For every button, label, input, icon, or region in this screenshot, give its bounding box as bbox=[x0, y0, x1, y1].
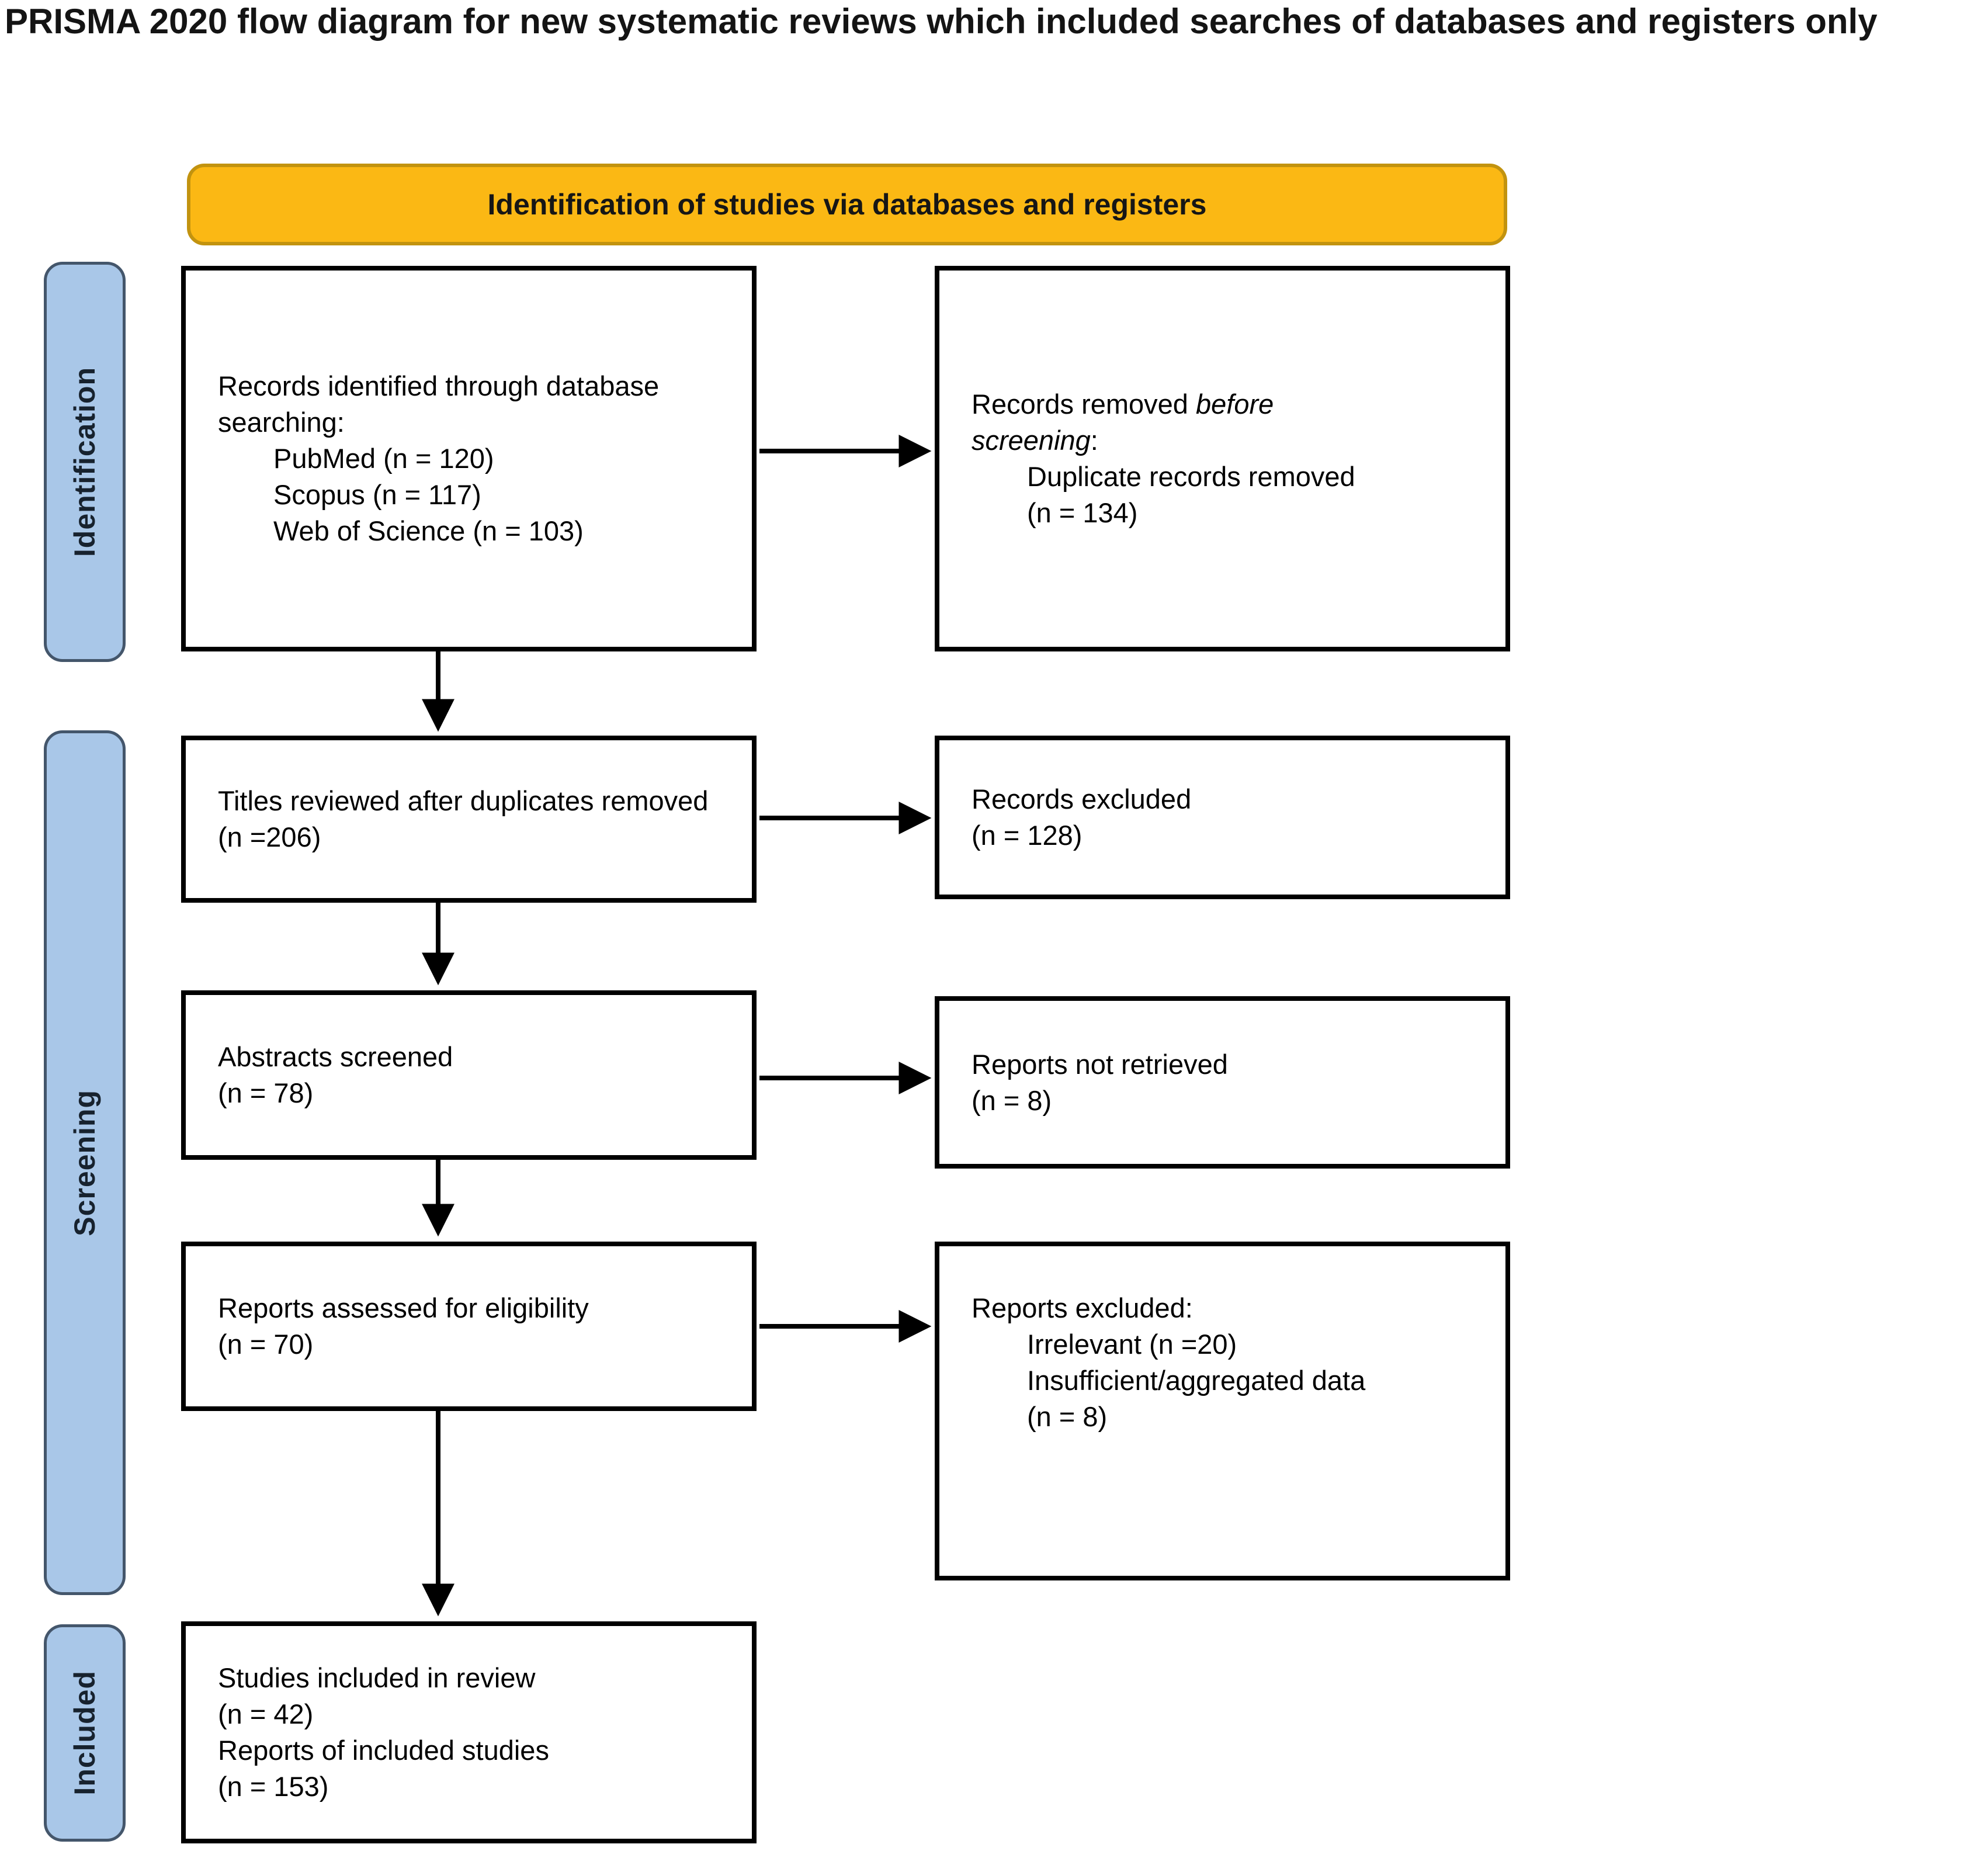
stage-screening: Screening bbox=[44, 730, 126, 1595]
banner-databases-registers: Identification of studies via databases … bbox=[187, 164, 1507, 245]
box-reports-not-retrieved: Reports not retrieved (n = 8) bbox=[935, 996, 1510, 1169]
box-records-removed-intro-emphasis: before screening bbox=[972, 389, 1274, 456]
box-records-removed-intro: Records removed before screening: bbox=[972, 386, 1473, 459]
stage-included: Included bbox=[44, 1624, 126, 1842]
stage-included-label: Included bbox=[68, 1670, 101, 1795]
box-reports-excluded-intro: Reports excluded: bbox=[972, 1292, 1193, 1323]
page-title: PRISMA 2020 flow diagram for new systema… bbox=[5, 2, 1878, 41]
box-records-excluded: Records excluded (n = 128) bbox=[935, 736, 1510, 899]
box-abstracts-screened: Abstracts screened (n = 78) bbox=[181, 990, 757, 1160]
box-reports-excluded-items: Irrelevant (n =20) Insufficient/aggregat… bbox=[1027, 1329, 1366, 1432]
banner-label: Identification of studies via databases … bbox=[487, 188, 1207, 221]
box-studies-included-text: Studies included in review (n = 42) Repo… bbox=[218, 1662, 549, 1802]
stage-identification-label: Identification bbox=[68, 366, 101, 557]
stage-screening-label: Screening bbox=[68, 1089, 101, 1236]
box-records-removed-items: Duplicate records removed (n = 134) bbox=[1027, 461, 1355, 528]
box-studies-included: Studies included in review (n = 42) Repo… bbox=[181, 1621, 757, 1843]
box-abstracts-screened-text: Abstracts screened (n = 78) bbox=[218, 1041, 453, 1108]
box-records-removed-intro-prefix: Records removed bbox=[972, 389, 1196, 420]
box-reports-not-retrieved-text: Reports not retrieved (n = 8) bbox=[972, 1048, 1228, 1116]
box-records-identified-intro: Records identified through database sear… bbox=[218, 370, 660, 438]
box-reports-assessed: Reports assessed for eligibility (n = 70… bbox=[181, 1242, 757, 1411]
box-records-excluded-text: Records excluded (n = 128) bbox=[972, 784, 1192, 851]
box-records-removed-intro-suffix: : bbox=[1090, 425, 1098, 456]
stage-identification: Identification bbox=[44, 262, 126, 662]
box-records-removed: Records removed before screening: Duplic… bbox=[935, 266, 1510, 651]
box-records-identified-items: PubMed (n = 120) Scopus (n = 117) Web of… bbox=[273, 443, 584, 546]
box-titles-reviewed: Titles reviewed after duplicates removed… bbox=[181, 736, 757, 903]
box-records-identified: Records identified through database sear… bbox=[181, 266, 757, 651]
box-titles-reviewed-text: Titles reviewed after duplicates removed… bbox=[218, 785, 709, 852]
box-reports-assessed-text: Reports assessed for eligibility (n = 70… bbox=[218, 1292, 589, 1360]
box-reports-excluded: Reports excluded: Irrelevant (n =20) Ins… bbox=[935, 1242, 1510, 1580]
